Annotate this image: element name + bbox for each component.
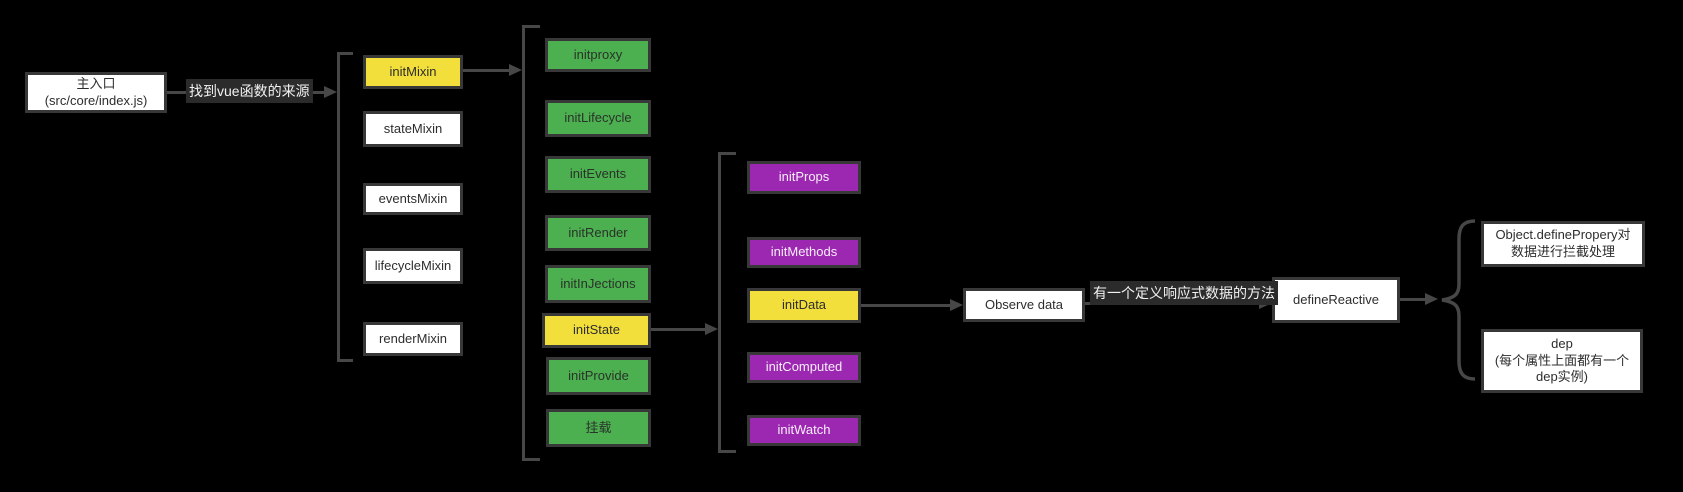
node-observe-data[interactable]: Observe data — [963, 288, 1085, 322]
node-render-mixin[interactable]: renderMixin — [363, 322, 463, 356]
node-init-props[interactable]: initProps — [747, 161, 861, 194]
arrow-initmixin-to-initsteps — [463, 64, 522, 76]
arrow-initstate-to-statesteps — [651, 323, 718, 335]
node-dep[interactable]: dep (每个属性上面都有一个 dep实例) — [1481, 329, 1643, 393]
edge-label-find-vue-source: 找到vue函数的来源 — [186, 79, 313, 103]
node-init-lifecycle[interactable]: initLifecycle — [545, 100, 651, 137]
node-main-entry[interactable]: 主入口 (src/core/index.js) — [25, 72, 167, 113]
node-init-computed[interactable]: initComputed — [747, 352, 861, 383]
node-lifecycle-mixin[interactable]: lifecycleMixin — [363, 248, 463, 284]
bracket-mixin-group — [337, 52, 353, 362]
node-events-mixin[interactable]: eventsMixin — [363, 183, 463, 215]
node-initproxy[interactable]: initproxy — [545, 38, 651, 72]
node-state-mixin[interactable]: stateMixin — [363, 111, 463, 147]
node-init-events[interactable]: initEvents — [545, 156, 651, 193]
node-object-defineproperty[interactable]: Object.definePropery对 数据进行拦截处理 — [1481, 221, 1645, 267]
edge-label-reactive-method: 有一个定义响应式数据的方法 — [1090, 281, 1278, 305]
bracket-init-steps-group — [522, 25, 540, 461]
node-init-data[interactable]: initData — [747, 288, 861, 323]
node-define-reactive[interactable]: defineReactive — [1272, 277, 1400, 323]
bracket-state-steps-group — [718, 152, 736, 453]
node-init-injections[interactable]: initInJections — [545, 265, 651, 303]
node-init-provide[interactable]: initProvide — [546, 357, 651, 395]
curly-brace — [1441, 219, 1476, 381]
node-mount[interactable]: 挂载 — [546, 409, 651, 447]
arrow-definereactive-to-brace — [1400, 293, 1438, 305]
node-init-render[interactable]: initRender — [545, 215, 651, 251]
node-init-mixin[interactable]: initMixin — [363, 55, 463, 89]
node-init-methods[interactable]: initMethods — [747, 237, 861, 268]
arrow-initdata-to-observe — [861, 299, 963, 311]
node-init-state[interactable]: initState — [542, 313, 651, 348]
node-init-watch[interactable]: initWatch — [747, 415, 861, 446]
